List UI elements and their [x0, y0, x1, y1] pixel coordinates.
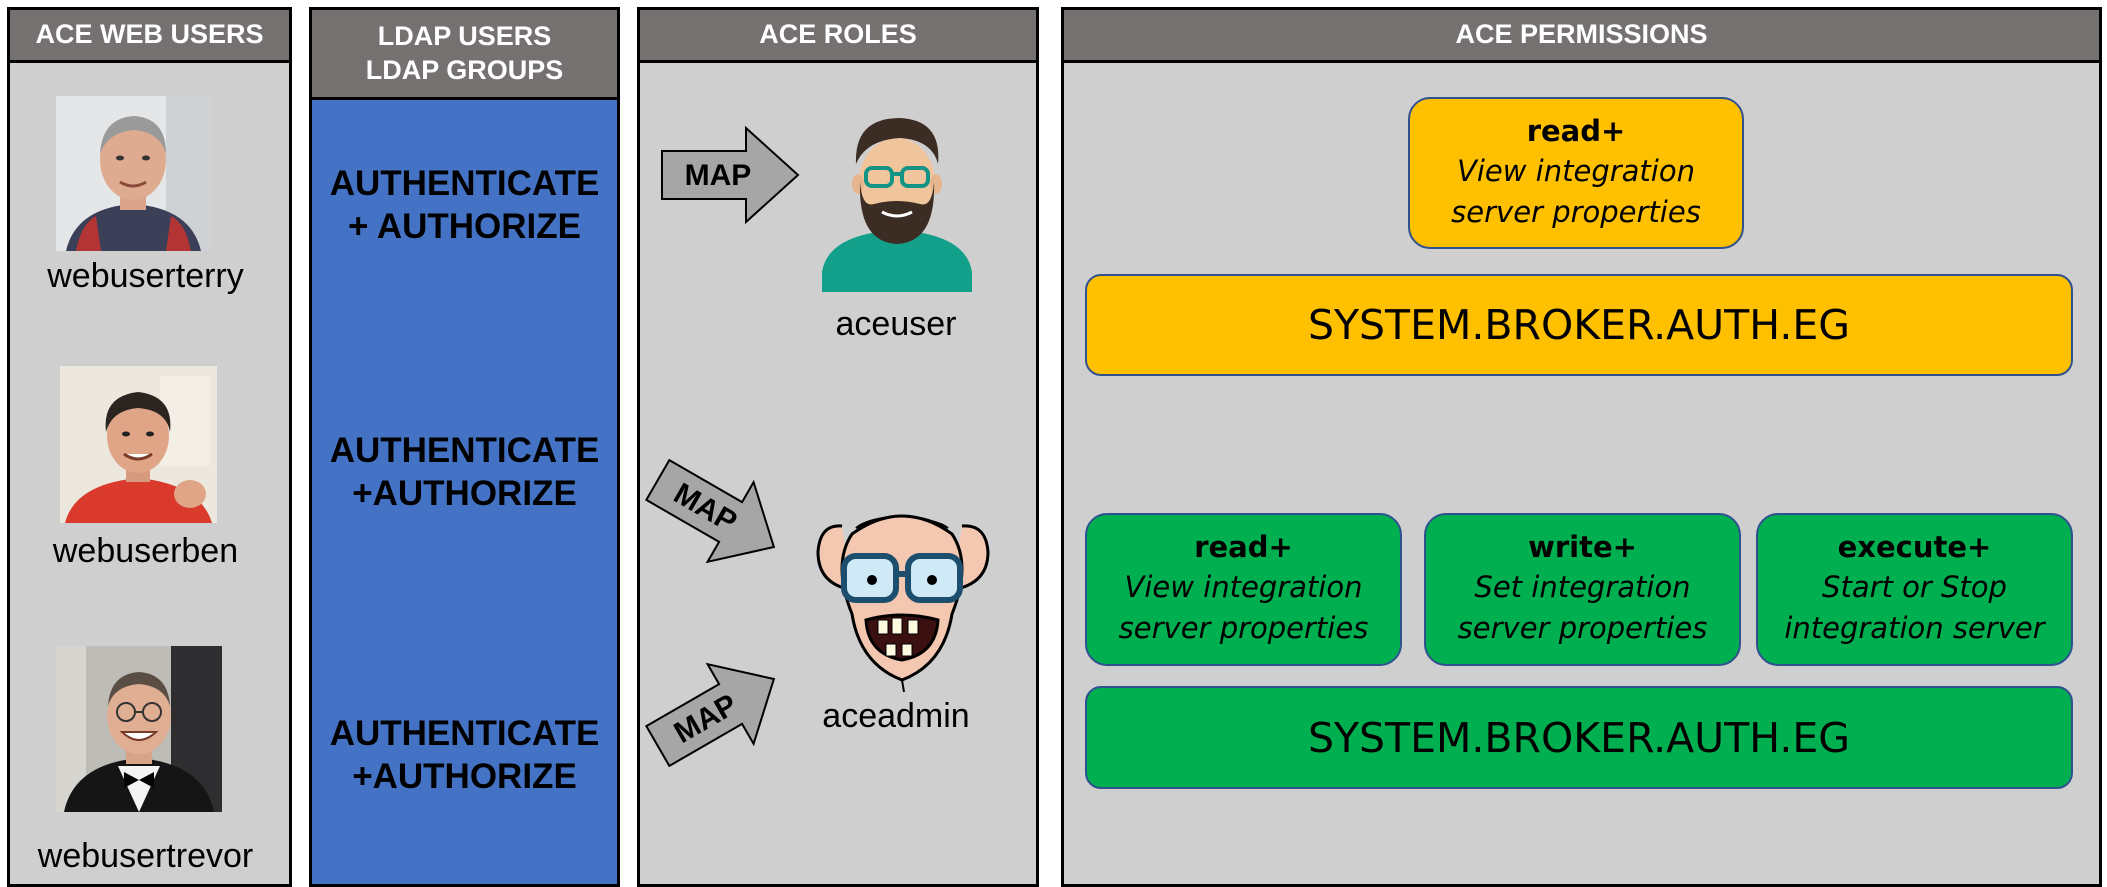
perm-group-aceuser: SYSTEM.BROKER.AUTH.EG [1085, 274, 2073, 376]
perm-group-aceadmin: SYSTEM.BROKER.AUTH.EG [1085, 686, 2073, 789]
user-photo-terry [56, 96, 211, 251]
permissions-header: ACE PERMISSIONS [1064, 10, 2099, 63]
perm-box-aceadmin-write: write+ Set integration server properties [1424, 513, 1741, 666]
perm-box-aceadmin-execute: execute+ Start or Stop integration serve… [1756, 513, 2073, 666]
map-arrow-icon: MAP [660, 125, 802, 225]
ldap-panel: LDAP USERS LDAP GROUPS AUTHENTICATE + AU… [309, 7, 620, 887]
perm-box-aceadmin-read: read+ View integration server properties [1085, 513, 1402, 666]
perm-box-aceuser-read: read+ View integration server properties [1408, 97, 1744, 249]
perm-desc: Start or Stop integration server [1784, 570, 2045, 646]
role-label-aceadmin: aceadmin [822, 697, 970, 735]
perm-desc: Set integration server properties [1457, 570, 1708, 646]
perm-title: read+ [1194, 530, 1293, 565]
perm-desc: View integration server properties [1451, 153, 1701, 229]
roles-header: ACE ROLES [640, 10, 1036, 63]
ldap-auth-column: AUTHENTICATE + AUTHORIZE AUTHENTICATE +A… [312, 100, 617, 884]
perm-title: write+ [1528, 530, 1637, 565]
user-photo-trevor [56, 646, 222, 812]
bearded-man-avatar-icon [820, 112, 975, 292]
user-name-terry: webuserterry [47, 257, 244, 295]
map-arrow-icon: MAP [640, 648, 790, 778]
perm-title: read+ [1526, 113, 1626, 148]
map-label: MAP [685, 159, 752, 192]
web-users-panel: ACE WEB USERS webuserterry [7, 7, 292, 887]
user-name-ben: webuserben [52, 532, 239, 570]
auth-label-ben: AUTHENTICATE +AUTHORIZE [329, 431, 600, 513]
auth-label-trevor: AUTHENTICATE +AUTHORIZE [329, 714, 600, 796]
perm-title: execute+ [1837, 530, 1992, 565]
map-arrow-icon: MAP [640, 448, 790, 578]
web-users-header: ACE WEB USERS [10, 10, 289, 63]
ldap-header: LDAP USERS LDAP GROUPS [312, 10, 617, 100]
auth-label-terry: AUTHENTICATE + AUTHORIZE [329, 164, 600, 246]
role-label-aceuser: aceuser [835, 305, 957, 343]
user-photo-ben [60, 366, 217, 523]
cartoon-monkey-face-icon [812, 504, 992, 694]
perm-desc: View integration server properties [1118, 570, 1369, 646]
user-name-trevor: webusertrevor [37, 837, 254, 875]
